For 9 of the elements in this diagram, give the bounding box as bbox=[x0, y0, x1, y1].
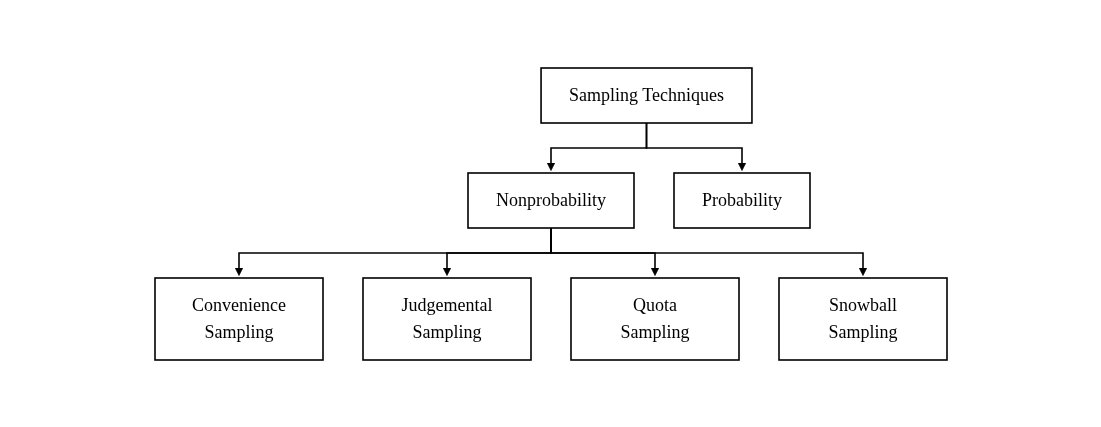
node-box: Judgemental Sampling bbox=[361, 276, 532, 361]
node-box: Convenience Sampling bbox=[153, 276, 324, 361]
node-box: Probability bbox=[672, 171, 811, 229]
arrow bbox=[645, 121, 746, 171]
node-box: Nonprobability bbox=[466, 171, 635, 229]
node-box: Snowball Sampling bbox=[777, 276, 948, 361]
node-box: Quota Sampling bbox=[569, 276, 740, 361]
arrow bbox=[549, 226, 867, 276]
node-box: Sampling Techniques bbox=[539, 66, 753, 124]
